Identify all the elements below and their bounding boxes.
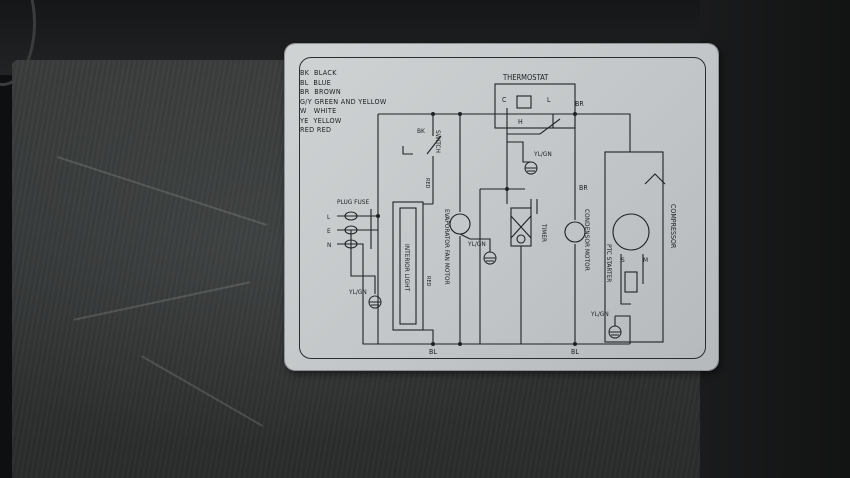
ptc-wires	[620, 254, 644, 305]
legend-meaning: BROWN	[314, 87, 341, 96]
bl-label-left: BL	[429, 348, 437, 356]
ground-icon	[608, 325, 622, 339]
thermostat-dial	[516, 95, 532, 109]
fan-yl-gn-label: YL/GN	[467, 240, 486, 248]
condensor-motor-symbol	[564, 221, 586, 243]
compressor-label: COMPRESSOR	[669, 204, 677, 249]
m-label: M	[643, 256, 648, 264]
thermostat-earth-wire	[506, 134, 531, 163]
plug-yl-gn-label: YL/GN	[348, 288, 367, 296]
legend-row: W WHITE	[300, 106, 387, 116]
switch-wire	[426, 114, 442, 204]
legend-meaning: RED	[316, 125, 332, 134]
thermostat-h-label: H	[518, 118, 523, 126]
ptc-starter-label: PTC STARTER	[605, 244, 613, 282]
compressor-box	[604, 151, 664, 343]
plug-fuse-label: PLUG FUSE	[337, 198, 369, 206]
legend-code: YE	[300, 115, 309, 125]
legend-row: BR BROWN	[300, 87, 387, 97]
legend-row: BK BLACK	[300, 68, 387, 78]
line-e-label: E	[327, 227, 331, 235]
overload-protector	[644, 173, 666, 185]
timer-motor	[516, 234, 526, 244]
cabinet-side	[700, 0, 850, 478]
ground-icon	[483, 251, 497, 265]
thermostat-label: THERMOSTAT	[502, 73, 549, 82]
interior-light-box	[392, 201, 424, 331]
bk-label: BK	[417, 127, 425, 135]
line-n-label: N	[327, 241, 331, 249]
timer-contacts	[530, 199, 538, 214]
legend-code: W	[300, 106, 307, 115]
legend-row: BL BLUE	[300, 78, 387, 88]
condensor-motor-label: CONDENSOR MOTOR	[583, 209, 591, 271]
legend-code: BK	[300, 68, 310, 77]
legend-row: RED RED	[300, 125, 387, 135]
switch-label: SWITCH	[434, 130, 442, 153]
earth-wire	[350, 230, 376, 294]
wiring-diagram-label: BK BLACK BL BLUE BR BROWN G/Y GREEN AND …	[285, 44, 718, 370]
line-l-label: L	[327, 213, 331, 221]
thermostat-yl-gn-label: YL/GN	[533, 150, 552, 158]
legend-meaning: YELLOW	[313, 115, 342, 125]
legend-code: RED	[300, 125, 315, 134]
ground-icon	[524, 161, 538, 175]
legend-meaning: GREEN AND YELLOW	[314, 96, 387, 106]
scratch	[57, 156, 267, 226]
plug-wires	[337, 215, 378, 345]
s-label: S	[621, 256, 625, 264]
switch-actuator	[402, 146, 413, 155]
thermostat-box	[494, 83, 576, 129]
color-legend: BK BLACK BL BLUE BR BROWN G/Y GREEN AND …	[300, 68, 387, 135]
legend-code: G/Y	[300, 96, 313, 106]
interior-light-tube	[399, 207, 417, 325]
scratch	[140, 355, 264, 427]
condensor-br-label: BR	[579, 184, 588, 192]
br-label: BR	[575, 100, 584, 108]
label-border	[299, 57, 706, 359]
junction-dots	[376, 112, 577, 346]
bl-label-right: BL	[571, 348, 579, 356]
thermostat-l-label: L	[547, 96, 551, 104]
compressor-motor-symbol	[612, 213, 650, 251]
legend-meaning: WHITE	[313, 106, 337, 115]
switch-red-label: RED	[424, 178, 430, 189]
light-red-label: RED	[425, 276, 431, 287]
thermostat-c-label: C	[502, 96, 507, 104]
legend-meaning: BLACK	[314, 68, 337, 77]
timer-switch	[510, 215, 532, 239]
compressor-feed-wire	[585, 113, 631, 152]
ptc-starter-box	[624, 271, 638, 293]
ground-symbols	[368, 161, 622, 339]
fan-motor-symbol	[449, 213, 471, 235]
compressor-yl-gn-label: YL/GN	[590, 310, 609, 318]
legend-row: YE YELLOW	[300, 116, 387, 126]
circuit-diagram: THERMOSTAT C L H BR YL/GN BK SWITCH RED …	[327, 73, 677, 356]
scratch	[73, 281, 251, 321]
light-wire	[423, 203, 434, 344]
timer-label: TIMER	[540, 223, 548, 242]
ground-icon	[368, 295, 382, 309]
legend-meaning: BLUE	[313, 77, 332, 87]
evaporator-fan-motor-label: EVAPORATOR FAN MOTOR	[443, 209, 451, 285]
interior-light-label: INTERIOR LIGHT	[403, 244, 411, 292]
legend-code: BL	[300, 77, 309, 87]
legend-code: BR	[300, 87, 310, 96]
legend-row: G/Y GREEN AND YELLOW	[300, 97, 387, 107]
timer-wire	[479, 142, 525, 344]
compressor-earth-wire	[614, 315, 631, 344]
plug-pin	[344, 211, 358, 221]
